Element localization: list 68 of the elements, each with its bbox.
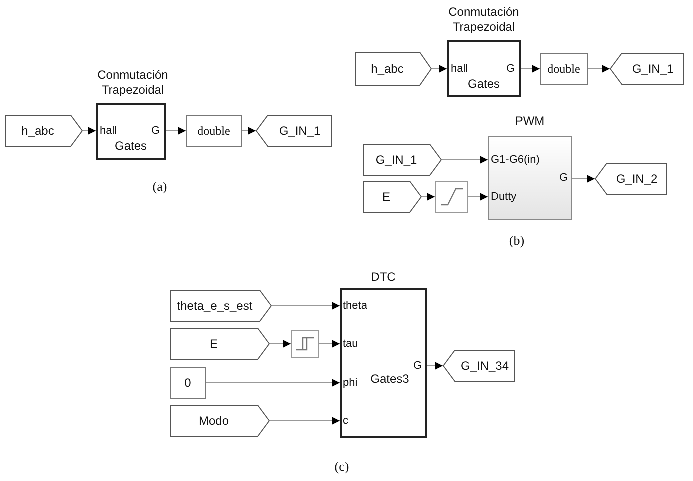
port-label: hall [451,62,470,77]
tag-label: G_IN_1 [278,123,321,140]
tag-label: h_abc [22,123,56,140]
signal-arrow [442,156,488,164]
signal-arrow [166,127,186,135]
block-label: double [548,61,580,78]
tag-label: G_IN_2 [615,171,658,188]
tag-label: E [382,189,392,206]
block-title: Conmutación Trapezoidal [96,68,170,98]
signal-arrow [588,65,610,73]
signal-arrow [432,65,448,73]
port-label: G [412,359,422,374]
tag-label: theta_e_s_est [177,298,254,315]
port-label: G [505,62,515,77]
signal-arrow [572,175,596,183]
signal-arrow [520,65,540,73]
block-label: 0 [184,375,192,392]
block-title: Conmutación Trapezoidal [448,5,520,35]
from-tag [595,163,667,195]
port-label: hall [100,124,118,139]
saturation-block [435,181,468,213]
goto-tag [5,115,83,147]
goto-tag [170,290,272,322]
port-label: G [558,171,568,186]
signal-arrow [206,379,340,387]
panel-caption: (b) [509,232,525,250]
block-name: Gates [114,139,148,154]
goto-tag [355,52,432,86]
tag-label: G_IN_34 [460,358,510,375]
block-name: Gates [466,77,501,92]
signal-arrow [270,340,292,348]
data-type-conversion-block [540,53,588,85]
port-label: theta [343,299,368,314]
panel-caption: (c) [334,458,350,476]
constant-block [170,367,206,399]
block-title: PWM [514,114,546,129]
panel-caption: (a) [152,178,168,196]
signal-arrow [422,193,436,201]
signal-arrow [82,127,96,135]
from-tag [610,53,684,85]
tag-label: h_abc [371,61,405,78]
goto-tag [170,328,270,360]
block-label: double [198,123,230,140]
port-label: G1-G6(in) [491,153,541,168]
signal-arrow [468,193,488,201]
from-tag [443,350,515,382]
goto-tag [363,181,422,213]
tag-label: G_IN_1 [376,152,418,169]
signal-arrow [270,417,340,425]
signal-arrow [272,302,340,310]
relay-block [291,330,319,358]
port-label: tau [343,337,360,352]
goto-tag [363,144,442,176]
signal-arrow [426,362,444,370]
port-label: c [343,414,350,429]
block-title: DTC [370,270,397,285]
tag-label: E [210,336,219,353]
data-type-conversion-block [186,115,242,147]
tag-label: G_IN_1 [631,61,674,78]
block-name: Gates3 [370,372,410,387]
port-label: G [150,124,160,139]
signal-arrow [318,340,340,348]
tag-label: Modo [198,413,230,430]
signal-arrow [242,127,256,135]
from-tag [256,115,332,147]
port-label: phi [343,376,359,391]
port-label: Dutty [491,190,518,205]
goto-tag [170,405,270,437]
